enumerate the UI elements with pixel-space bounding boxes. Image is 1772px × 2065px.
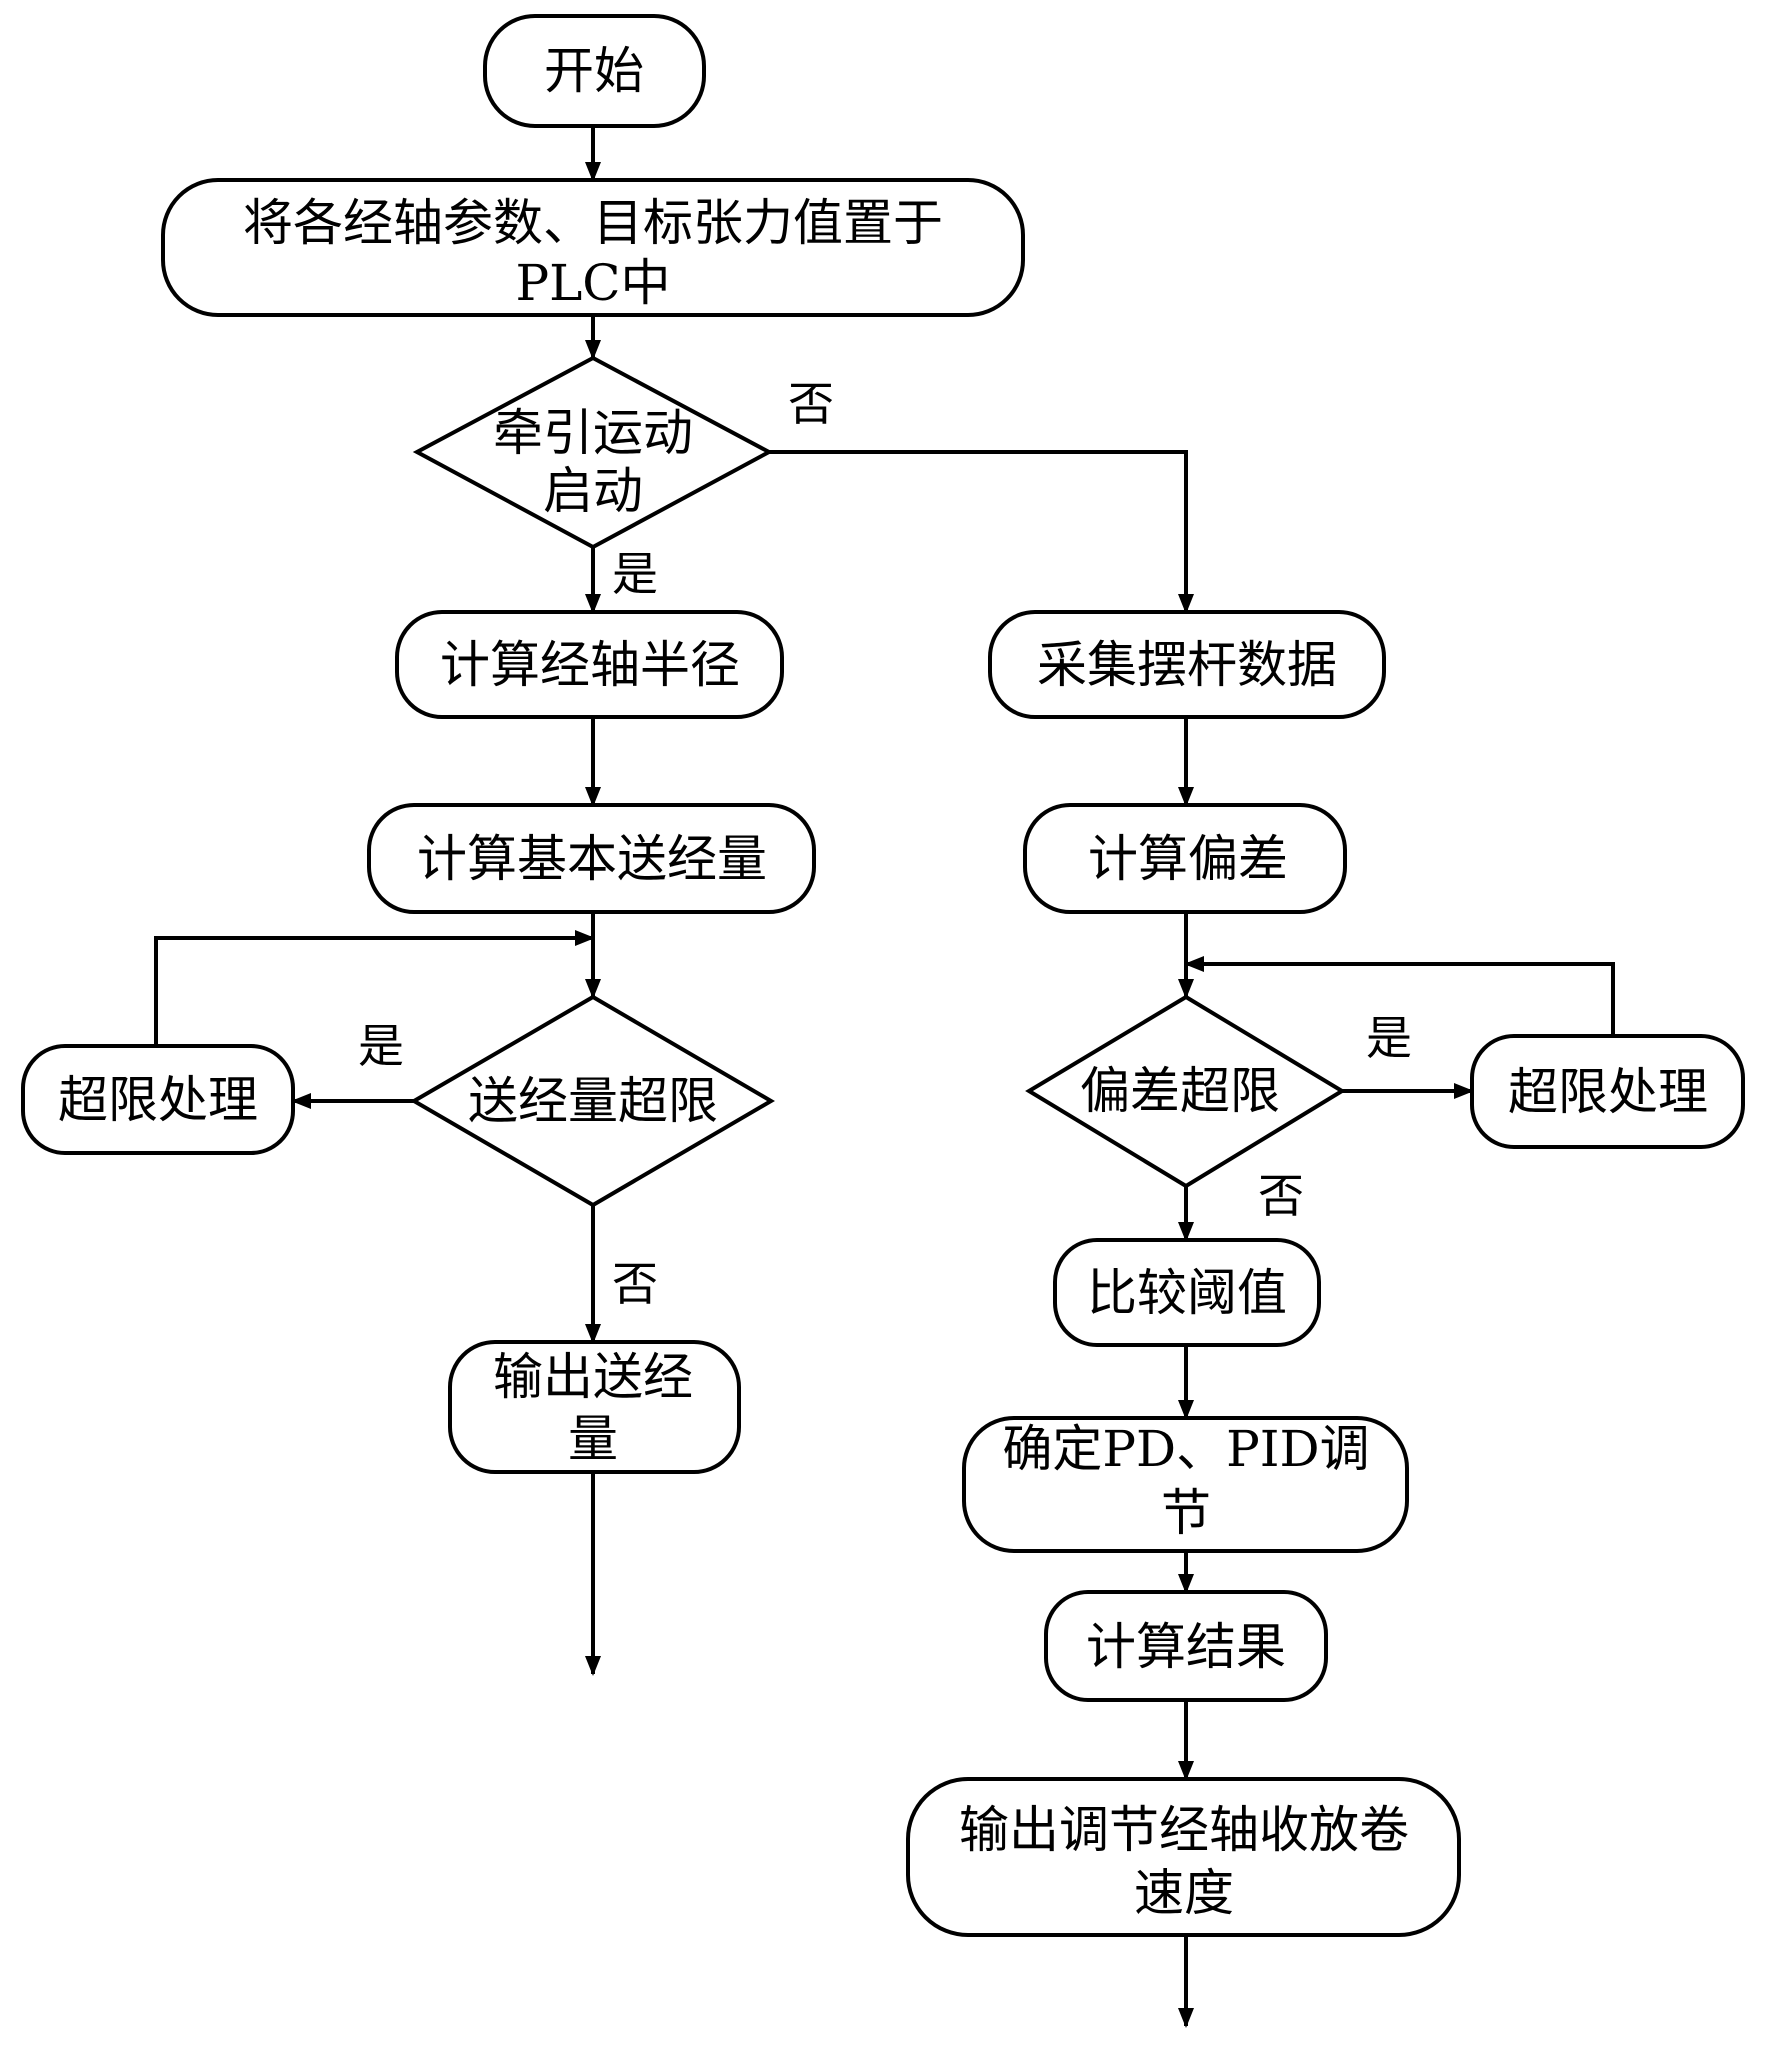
label-yes-traction: 是 xyxy=(612,547,658,601)
node-determine-pid-line1: 确定PD、PID调 xyxy=(1002,1420,1369,1478)
process-shape xyxy=(21,1044,295,1155)
process-shape xyxy=(1053,1238,1321,1347)
decision-shape xyxy=(412,355,774,550)
terminal-shape xyxy=(483,14,706,128)
process-shape xyxy=(395,610,784,719)
node-output-feed-line2: 量 xyxy=(568,1410,618,1468)
node-output-speed-line1: 输出调节经轴收放卷 xyxy=(959,1801,1409,1859)
node-calc-radius-text: 计算经轴半径 xyxy=(440,636,740,694)
node-right-handle-text: 超限处理 xyxy=(1508,1063,1708,1121)
edges xyxy=(154,126,1615,2028)
node-output-feed-line1: 输出送经 xyxy=(493,1348,693,1406)
node-set-params-line2: PLC中 xyxy=(515,254,670,312)
node-compare-threshold: 比较阈值 xyxy=(1053,1238,1321,1347)
node-output-feed: 输出送经 量 xyxy=(448,1340,741,1474)
node-set-params: 将各经轴参数、目标张力值置于 PLC中 xyxy=(161,178,1025,317)
node-traction-line2: 启动 xyxy=(543,462,643,520)
node-set-params-line1: 将各经轴参数、目标张力值置于 xyxy=(243,194,943,252)
node-collect-arm-data: 采集摆杆数据 xyxy=(988,610,1386,719)
decision-shape xyxy=(410,994,775,1208)
node-left-handle-text: 超限处理 xyxy=(58,1071,258,1129)
node-deviation-over-limit: 偏差超限 xyxy=(1025,994,1346,1189)
node-right-overlimit-handle: 超限处理 xyxy=(1470,1034,1745,1149)
node-start: 开始 xyxy=(483,14,706,128)
node-feed-over-limit-text: 送经量超限 xyxy=(468,1072,718,1130)
node-calc-base-feed: 计算基本送经量 xyxy=(367,803,816,914)
label-no-feed: 否 xyxy=(612,1257,658,1311)
edge-labels: 否 是 是 否 是 否 xyxy=(358,377,1412,1311)
node-left-overlimit-handle: 超限处理 xyxy=(21,1044,295,1155)
label-yes-deviation: 是 xyxy=(1366,1011,1412,1065)
node-calc-result-text: 计算结果 xyxy=(1086,1618,1286,1676)
label-yes-feed: 是 xyxy=(358,1019,404,1073)
label-no-deviation: 否 xyxy=(1258,1169,1304,1223)
process-shape xyxy=(1470,1034,1745,1149)
node-traction-line1: 牵引运动 xyxy=(493,404,693,462)
node-start-text: 开始 xyxy=(544,42,644,100)
process-shape xyxy=(161,178,1025,317)
node-compare-threshold-text: 比较阈值 xyxy=(1087,1264,1287,1322)
node-output-speed-line2: 速度 xyxy=(1134,1864,1234,1922)
process-shape xyxy=(906,1777,1461,1937)
process-shape xyxy=(962,1416,1409,1553)
node-collect-arm-text: 采集摆杆数据 xyxy=(1037,636,1337,694)
label-no-traction: 否 xyxy=(788,377,834,431)
node-deviation-over-limit-text: 偏差超限 xyxy=(1080,1062,1280,1120)
node-determine-pid: 确定PD、PID调 节 xyxy=(962,1416,1409,1553)
node-calc-deviation: 计算偏差 xyxy=(1023,803,1347,914)
edge-left-handle-loop-back xyxy=(154,930,595,1046)
process-shape xyxy=(1023,803,1347,914)
process-shape xyxy=(367,803,816,914)
decision-shape xyxy=(1025,994,1346,1189)
edge-decision-no-to-collect-arm xyxy=(769,450,1194,614)
process-shape xyxy=(988,610,1386,719)
node-feed-over-limit: 送经量超限 xyxy=(410,994,775,1208)
process-shape xyxy=(448,1340,741,1474)
node-traction-started: 牵引运动 启动 xyxy=(412,355,774,550)
node-calc-base-feed-text: 计算基本送经量 xyxy=(417,830,767,888)
node-calc-radius: 计算经轴半径 xyxy=(395,610,784,719)
node-output-speed: 输出调节经轴收放卷 速度 xyxy=(906,1777,1461,1937)
node-calc-result: 计算结果 xyxy=(1044,1590,1328,1702)
edge-right-handle-loop-back xyxy=(1184,956,1615,1036)
process-shape xyxy=(1044,1590,1328,1702)
node-determine-pid-line2: 节 xyxy=(1161,1484,1211,1542)
node-calc-deviation-text: 计算偏差 xyxy=(1088,830,1288,888)
